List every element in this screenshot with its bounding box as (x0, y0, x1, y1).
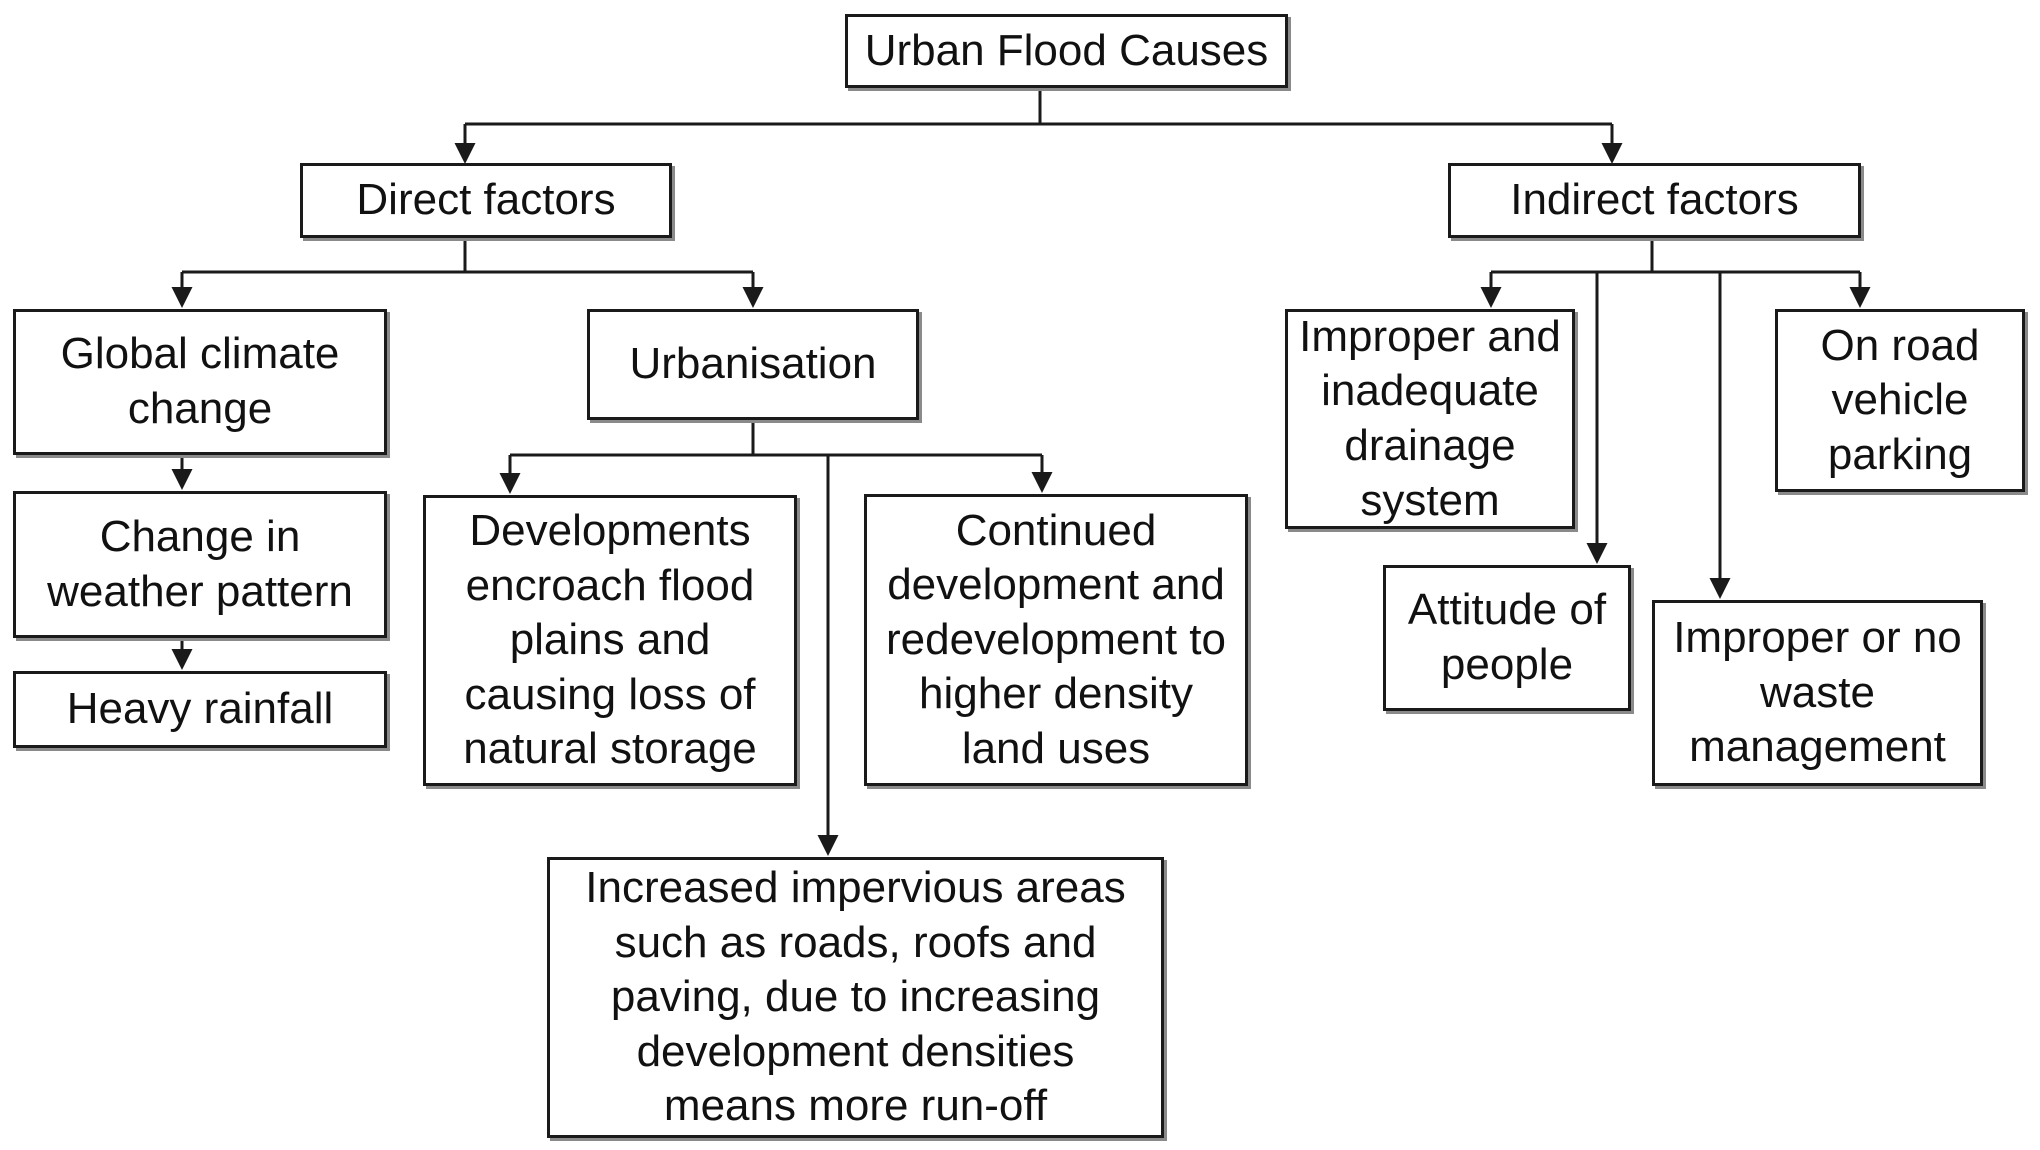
improper-drainage-box: Improper and inadequate drainage system (1285, 309, 1575, 529)
heavy-rainfall-box: Heavy rainfall (13, 671, 387, 748)
heavy-rainfall-text: Heavy rainfall (66, 684, 334, 734)
attitude-of-people-text: Attitude of people (1407, 585, 1607, 689)
continued-development-text: Continued development and redevelopment … (886, 505, 1226, 773)
change-in-weather-pattern-box: Change in weather pattern (13, 491, 387, 638)
improper-waste-management-box: Improper or no waste management (1652, 600, 1983, 786)
urbanisation-text: Urbanisation (629, 339, 877, 389)
urban-flood-causes-box: Urban Flood Causes (845, 14, 1288, 88)
global-climate-change-text: Global climate change (60, 329, 340, 433)
change-in-weather-pattern-text: Change in weather pattern (47, 511, 353, 616)
continued-development-box: Continued development and redevelopment … (864, 494, 1248, 786)
indirect-factors-text: Indirect factors (1510, 175, 1799, 225)
direct-factors-text: Direct factors (356, 175, 616, 225)
improper-drainage-text: Improper and inadequate drainage system (1299, 311, 1561, 525)
increased-impervious-areas-box: Increased impervious areas such as roads… (547, 857, 1164, 1138)
improper-waste-management-text: Improper or no waste management (1673, 613, 1962, 772)
increased-impervious-areas-text: Increased impervious areas such as roads… (585, 863, 1126, 1131)
developments-encroach-text: Developments encroach flood plains and c… (463, 506, 757, 774)
direct-factors-box: Direct factors (300, 163, 672, 238)
indirect-factors-box: Indirect factors (1448, 163, 1861, 238)
urban-flood-causes-text: Urban Flood Causes (864, 25, 1269, 75)
global-climate-change-box: Global climate change (13, 309, 387, 455)
attitude-of-people-box: Attitude of people (1383, 565, 1631, 711)
urbanisation-box: Urbanisation (587, 309, 919, 420)
on-road-parking-text: On road vehicle parking (1820, 320, 1980, 479)
developments-encroach-box: Developments encroach flood plains and c… (423, 495, 797, 786)
on-road-parking-box: On road vehicle parking (1775, 309, 2025, 492)
